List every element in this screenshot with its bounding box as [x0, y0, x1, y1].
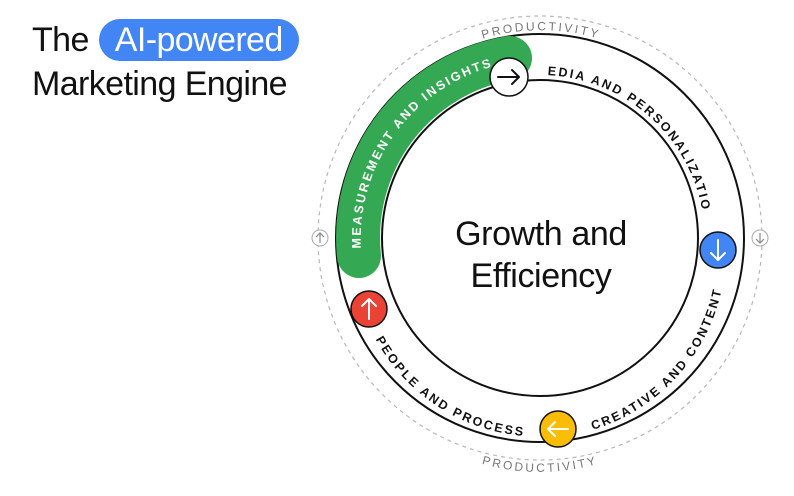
- arrow-down-icon: [699, 231, 737, 269]
- center-title-line-2: Efficiency: [471, 257, 612, 295]
- arrow-left-icon: [539, 410, 577, 448]
- inner-track-ring: [381, 79, 699, 397]
- arrow-right-icon: [489, 57, 529, 97]
- arrow-up-small-icon: [311, 229, 329, 247]
- arrow-up-icon: [350, 290, 388, 328]
- center-title-line-1: Growth and: [455, 215, 627, 253]
- arrow-down-small-icon: [751, 229, 769, 247]
- segment-label-people: PEOPLE AND PROCESS: [373, 334, 526, 439]
- headline-line-1: The AI-powered: [32, 18, 299, 62]
- headline-prefix: The: [32, 21, 89, 59]
- headline-line-2: Marketing Engine: [32, 65, 288, 103]
- measurement-highlight-arc: [336, 36, 532, 278]
- headline-highlight-pill: AI-powered: [98, 19, 299, 61]
- outer-track-ring: [335, 33, 745, 443]
- headline: The AI-powered Marketing Engine: [32, 18, 299, 106]
